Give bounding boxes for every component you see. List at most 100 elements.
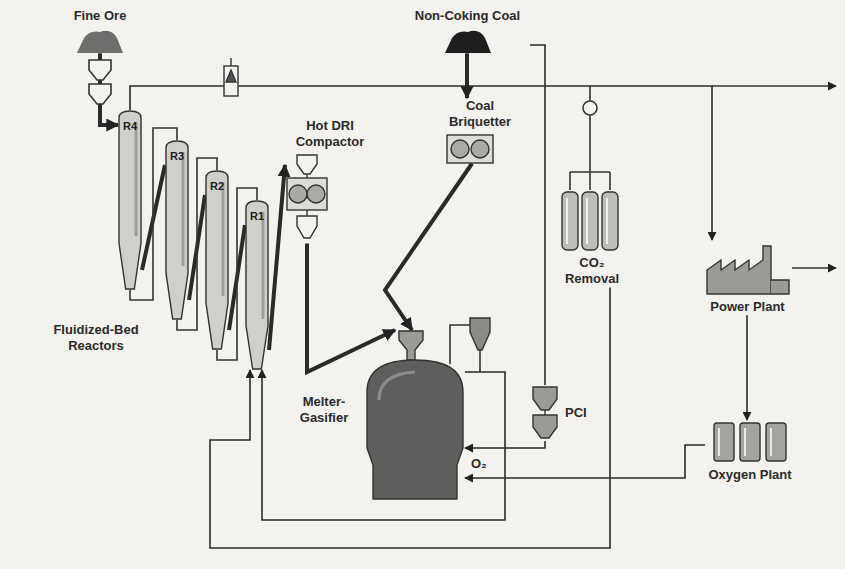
unit-label: Coal Briquetter xyxy=(440,98,520,131)
gas-line xyxy=(130,86,836,372)
co2-removal-unit-icon xyxy=(562,192,578,250)
oxygen-plant-icon xyxy=(766,423,786,461)
fluidized-bed-reactor: R1 xyxy=(245,200,269,370)
fluidized-bed-reactor-icon xyxy=(262,212,265,319)
pci-unit: PCI xyxy=(530,385,587,441)
co2-removal-unit-icon xyxy=(582,192,598,250)
gas-flow-line xyxy=(210,288,610,549)
fluidized-bed-reactor-icon xyxy=(205,170,229,350)
fluidized-bed-reactor-icon xyxy=(245,200,269,370)
coal-stockpile-icon xyxy=(405,27,530,53)
fluidized-bed-reactor-icon xyxy=(182,152,185,266)
unit-label: Non-Coking Coal xyxy=(405,8,530,24)
fluidized-bed-reactor-icon xyxy=(206,171,228,349)
coal-stockpile: Non-Coking Coal xyxy=(405,8,530,53)
oxygen-plant-icon xyxy=(740,423,760,461)
ore-stockpile-icon xyxy=(75,27,125,53)
briquetter-unit-icon xyxy=(471,140,489,158)
gas-flow-line xyxy=(746,315,748,420)
edge-label: O₂ xyxy=(469,456,489,472)
fluidized-bed-reactor-icon xyxy=(246,201,268,369)
fluidized-bed-reactor-icon xyxy=(118,110,142,290)
gas-line xyxy=(792,267,836,269)
melter-gasifier-icon xyxy=(379,372,415,400)
fluidized-bed-reactor-icon xyxy=(135,122,138,236)
unit-label: CO₂ Removal xyxy=(555,255,629,288)
pci-unit-icon xyxy=(533,387,557,410)
fluidized-bed-reactor-icon xyxy=(205,170,229,350)
gas-flow-line xyxy=(530,45,545,385)
feed-hopper xyxy=(89,60,111,80)
briquetter-unit-icon xyxy=(446,134,494,164)
melter-gasifier: Melter-Gasifier xyxy=(365,330,465,500)
fluidized-bed-reactor: R4 xyxy=(118,110,142,290)
compactor-unit: Hot DRI Compactor xyxy=(285,118,375,244)
ore-stockpile-icon xyxy=(55,27,145,53)
unit-label: PCI xyxy=(565,405,587,421)
ore-stockpile: Fine Ore xyxy=(55,8,145,53)
fluidized-bed-reactor-icon xyxy=(118,110,142,290)
gas-stack xyxy=(224,58,238,96)
briquetter-unit-icon xyxy=(451,140,469,158)
co2-removal-unit-icon xyxy=(567,198,607,244)
gas-line xyxy=(712,85,836,87)
gas-stack xyxy=(230,58,231,66)
co2-removal-unit-icon xyxy=(602,192,618,250)
compressor xyxy=(583,101,597,115)
compactor-unit-icon xyxy=(285,154,375,244)
gas-line xyxy=(570,86,610,190)
briquetter-unit-icon xyxy=(447,135,493,163)
material-flow-line xyxy=(307,244,395,373)
oxygen-plant-icon xyxy=(719,428,771,456)
power-plant-icon xyxy=(705,240,790,296)
fluidized-bed-reactor-icon xyxy=(245,200,269,370)
feed-hopper xyxy=(89,84,111,104)
gas-stack xyxy=(226,70,236,82)
gas-flow-line xyxy=(465,445,705,478)
oxygen-plant-icon xyxy=(714,423,734,461)
pci-unit-icon xyxy=(530,385,560,441)
co2-removal-unit-icon xyxy=(560,190,620,252)
unit-label: Hot DRI Compactor xyxy=(285,118,375,151)
reactor-number: R3 xyxy=(165,140,189,162)
cyclone xyxy=(470,318,490,350)
compactor-unit-icon xyxy=(297,216,317,238)
material-flow-line xyxy=(465,53,469,98)
oxygen-plant: Oxygen Plant xyxy=(705,420,795,483)
fluidized-bed-reactor-icon xyxy=(119,111,141,289)
oxygen-plant-icon xyxy=(710,420,790,464)
pci-unit-icon xyxy=(533,415,557,438)
co2-removal-unit: CO₂ Removal xyxy=(555,190,629,288)
oxygen-plant-icon xyxy=(705,420,795,464)
feed-hopper xyxy=(89,60,111,104)
ore-stockpile-icon xyxy=(77,31,123,53)
briquetter-unit-icon xyxy=(446,134,520,164)
co2-removal-unit-icon xyxy=(560,190,629,252)
material-flow-line xyxy=(269,165,285,350)
unit-label: Melter-Gasifier xyxy=(289,394,359,427)
fluidized-bed-reactor: R3 xyxy=(165,140,189,320)
compactor-unit-icon xyxy=(287,178,327,210)
coal-stockpile-icon xyxy=(445,31,491,53)
power-plant-icon xyxy=(771,280,789,294)
reactor-number: R4 xyxy=(118,110,142,132)
compactor-unit-icon xyxy=(307,185,325,203)
melter-gasifier-icon xyxy=(365,330,465,500)
compactor-unit-icon xyxy=(289,185,307,203)
fluidized-bed-reactor-icon xyxy=(165,140,189,320)
reactor-number: R1 xyxy=(245,200,269,222)
compactor-unit-icon xyxy=(297,155,317,174)
fluidized-bed-reactor-icon xyxy=(166,141,188,319)
melter-gasifier-icon xyxy=(365,330,465,500)
material-flow-line xyxy=(385,164,472,331)
fluidized-bed-reactor-icon xyxy=(165,140,189,320)
gas-stack xyxy=(224,66,238,96)
unit-label: Oxygen Plant xyxy=(705,467,795,483)
fluidized-bed-reactor: R2 xyxy=(205,170,229,350)
coal-stockpile-icon xyxy=(443,27,493,53)
group-label: Fluidized-Bed Reactors xyxy=(40,322,152,355)
melter-gasifier-icon xyxy=(399,331,423,360)
unit-label: Power Plant xyxy=(700,299,795,315)
reactor-number: R2 xyxy=(205,170,229,192)
